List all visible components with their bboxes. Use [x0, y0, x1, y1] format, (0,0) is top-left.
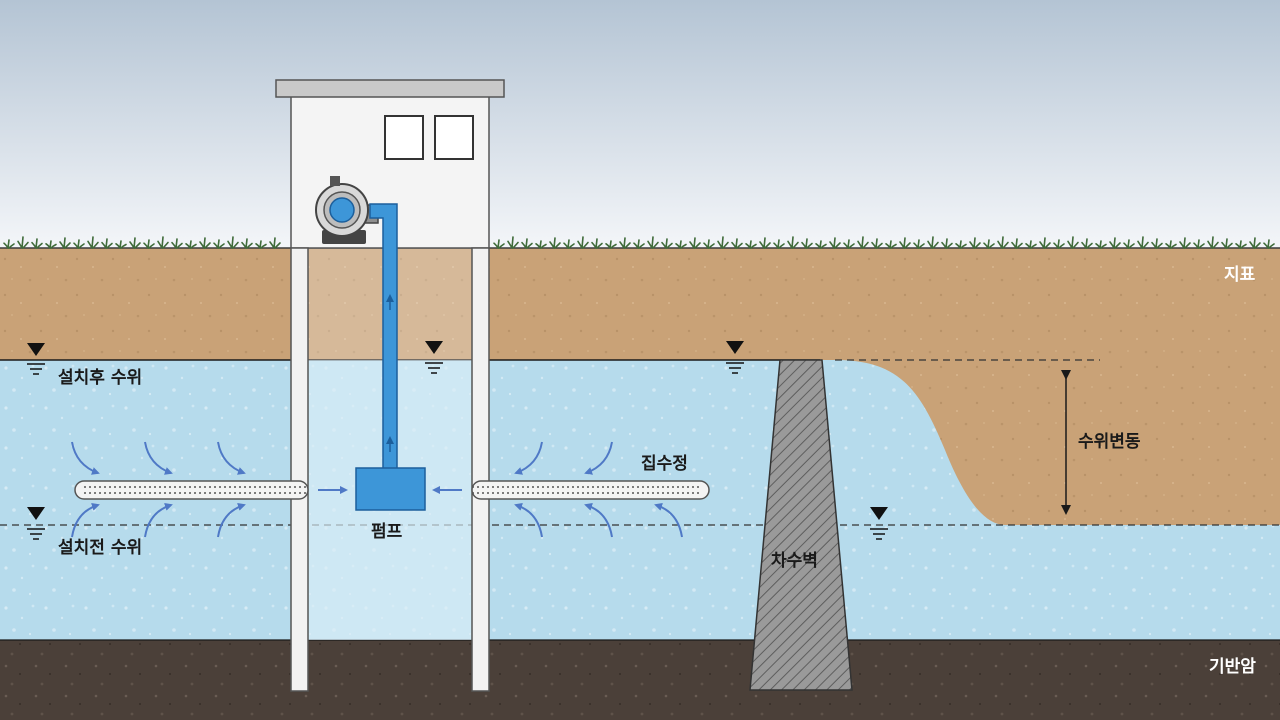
label-water-level-change: 수위변동 [1078, 432, 1141, 452]
label-collector-well: 집수정 [641, 454, 688, 474]
label-water-level-before: 설치전 수위 [58, 538, 143, 558]
collector-pipe-right [471, 480, 710, 500]
shaft-wall-right [471, 247, 490, 692]
water-table-marker-5 [870, 507, 888, 540]
collector-pipe-left [74, 480, 309, 500]
pump-box [355, 467, 426, 511]
water-table-marker-3 [726, 341, 744, 374]
flow-arrows [71, 441, 683, 538]
label-pump: 펌프 [371, 522, 403, 542]
window-left [384, 115, 424, 160]
pump-house-roof [275, 79, 505, 98]
sky [0, 0, 1280, 250]
cutoff-wall [749, 359, 853, 691]
label-ground-surface: 지표 [1224, 265, 1256, 285]
window-right [434, 115, 474, 160]
water-table-marker-2 [425, 341, 443, 374]
water-table-marker-1 [27, 343, 45, 375]
water-table-marker-4 [27, 507, 45, 540]
shaft-wall-left [290, 247, 309, 692]
label-bedrock: 기반암 [1209, 657, 1256, 677]
grass-icon [3, 236, 1275, 249]
label-cutoff-wall: 차수벽 [771, 551, 818, 571]
label-water-level-after: 설치후 수위 [58, 368, 143, 388]
